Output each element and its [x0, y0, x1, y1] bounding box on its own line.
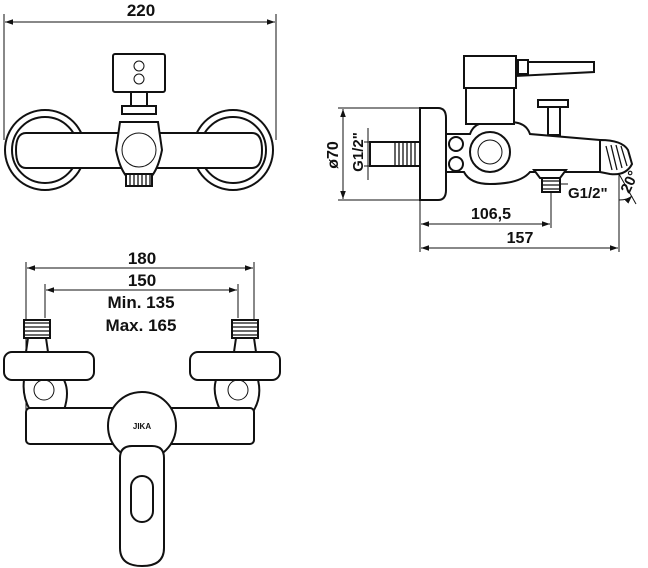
top-right-rosette	[189, 351, 281, 381]
side-eccentric-bottom	[448, 156, 464, 172]
front-hub-ring	[121, 132, 157, 168]
top-left-eccentric-ring	[33, 379, 55, 401]
front-diverter-cap	[121, 105, 157, 115]
top-right-eccentric-ring	[227, 379, 249, 401]
side-outlet-thread	[542, 180, 560, 190]
top-right-eccentric	[213, 379, 261, 411]
side-spout-grill	[605, 144, 628, 171]
side-inlet-thread-label: G1/2"	[350, 132, 367, 172]
side-depth-label: 106,5	[471, 206, 511, 223]
side-view: ø70 G1/2"	[325, 55, 642, 252]
top-width-label: 180	[128, 249, 156, 268]
side-cartridge	[465, 87, 515, 125]
side-hub-inner	[477, 139, 503, 165]
front-lever-mark-top	[133, 60, 145, 72]
side-angle-arc	[618, 195, 633, 204]
side-outlet-thread-label: G1/2"	[568, 185, 608, 202]
front-view: 220	[3, 1, 277, 191]
side-spout-head	[599, 138, 634, 176]
top-max-label: Max. 165	[106, 316, 177, 335]
side-lever-arm	[515, 61, 595, 78]
top-spout-slot	[130, 475, 154, 523]
side-angle-inclined	[618, 173, 637, 205]
top-min-label: Min. 135	[107, 293, 174, 312]
top-right-inlet-hatch	[232, 322, 258, 336]
side-total-label: 157	[507, 230, 534, 247]
front-hub	[114, 121, 164, 179]
side-outlet-nose	[532, 169, 568, 179]
top-left-rosette	[3, 351, 95, 381]
side-diameter-label: ø70	[325, 141, 342, 169]
side-diverter-stem	[547, 106, 561, 136]
front-outlet-thread	[129, 175, 151, 186]
side-lever-cap	[463, 55, 517, 89]
top-left-inlet-hatch	[24, 322, 50, 336]
side-eccentric-top	[448, 136, 464, 152]
top-brand-logo: JIKA	[133, 422, 151, 431]
front-lever	[112, 53, 166, 93]
top-right-inlet-neck	[232, 337, 258, 353]
side-lever-post	[517, 59, 529, 75]
side-inlet-thread	[394, 142, 416, 166]
front-lever-mark-bottom	[133, 73, 145, 85]
top-view: 180 150 Min. 135 Max. 165	[3, 249, 281, 568]
top-left-inlet-neck	[24, 337, 50, 353]
side-diverter-knob	[537, 99, 569, 108]
side-hub	[469, 131, 511, 173]
top-inner-label: 150	[128, 271, 156, 290]
side-wall-plate	[419, 107, 447, 201]
top-left-eccentric	[22, 379, 68, 411]
front-width-label: 220	[127, 1, 155, 20]
